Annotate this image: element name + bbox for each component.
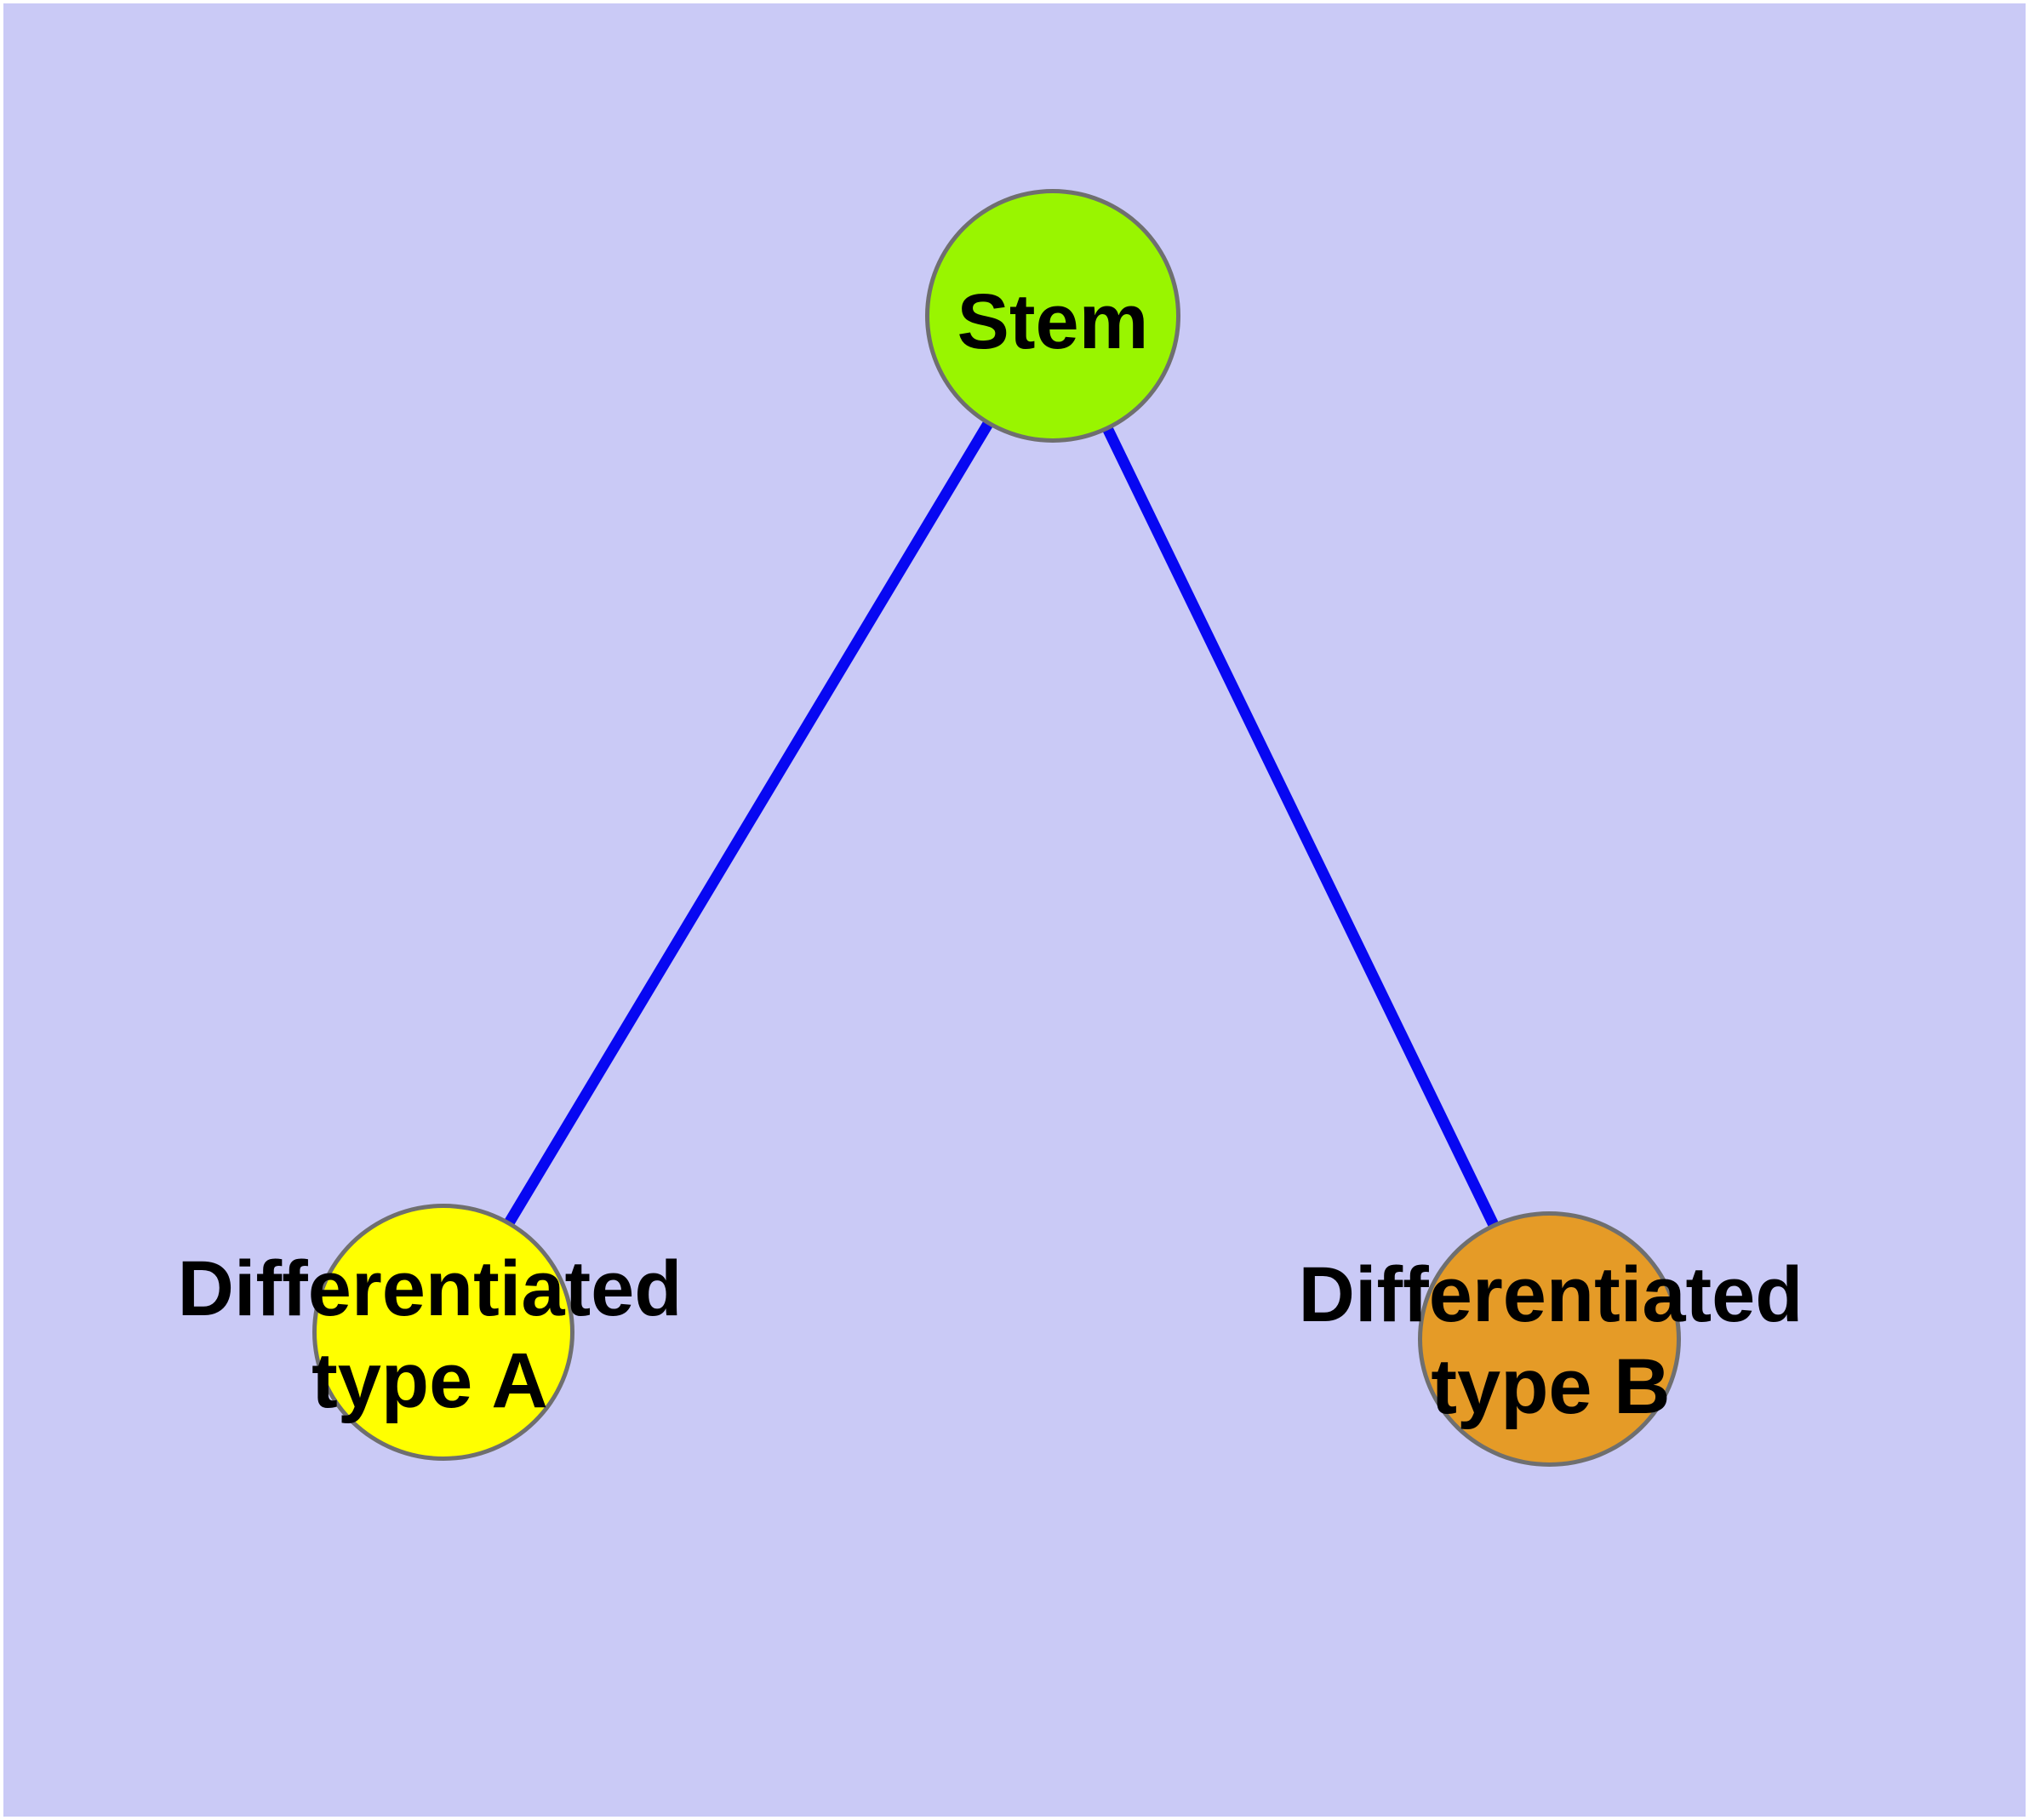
edge-stem-to-type-a (438, 312, 1058, 1336)
node-type-a-circle (312, 1204, 574, 1461)
node-type-b-label-line1: Differentiated (1298, 1251, 1803, 1338)
node-type-b-label-line2: type B (1431, 1343, 1671, 1430)
node-type-b-label: Differentiated type B (1299, 1249, 1803, 1433)
node-type-a-label-line1: Differentiated (177, 1245, 683, 1332)
node-stem-label: Stem (957, 278, 1149, 365)
edge-stem-to-type-b (1048, 313, 1554, 1342)
node-type-b-circle (1418, 1211, 1681, 1467)
node-type-a-label: Differentiated type A (178, 1243, 683, 1427)
node-stem-circle (925, 189, 1180, 443)
node-type-a-label-line2: type A (311, 1337, 548, 1424)
